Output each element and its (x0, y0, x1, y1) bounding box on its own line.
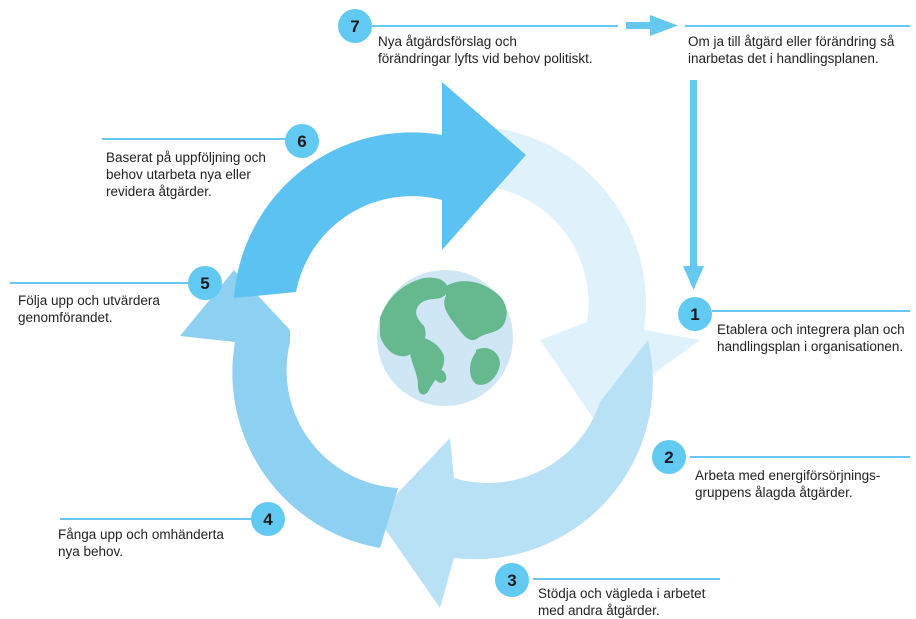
globe-icon (377, 270, 513, 406)
step-3-text: Stödja och vägleda i arbetet med andra å… (538, 585, 705, 619)
step-7-line-2: förändringar lyfts vid behov politiskt. (378, 51, 593, 66)
cycle-arrow-top-right (496, 128, 700, 418)
svg-text:5: 5 (200, 274, 209, 293)
step-6-line-3: revidera åtgärder. (106, 184, 212, 199)
step-2-text: Arbeta med energiförsörjnings- gruppens … (695, 467, 880, 501)
step-6-line-1: Baserat på uppföljning och (106, 150, 266, 165)
cycle-arrow-left (180, 270, 398, 548)
flow-arrow-down (683, 80, 704, 290)
step-badge-5: 5 (188, 266, 222, 300)
step-1-text: Etablera och integrera plan och handling… (717, 321, 905, 355)
step-badge-1: 1 (678, 297, 712, 331)
flow-arrow-right (626, 15, 678, 36)
step-4-line-2: nya behov. (58, 544, 124, 559)
step-2-line-2: gruppens ålagda åtgärder. (695, 485, 853, 500)
step-badge-6: 6 (285, 124, 319, 158)
step-1-line-1: Etablera och integrera plan och (717, 322, 905, 337)
step-7-text: Nya åtgärdsförslag och förändringar lyft… (378, 33, 593, 67)
step-5-line-1: Följa upp och utvärdera (18, 293, 160, 308)
step-3-line-2: med andra åtgärder. (538, 603, 660, 618)
step-5-line-2: genomförandet. (18, 310, 113, 325)
step-badge-7: 7 (338, 9, 372, 43)
svg-text:7: 7 (350, 17, 359, 36)
step-badge-3: 3 (495, 563, 529, 597)
step-6-line-2: behov utarbeta nya eller (106, 167, 251, 182)
step-badge-2: 2 (652, 440, 686, 474)
step-4-line-1: Fånga upp och omhänderta (58, 527, 224, 542)
svg-text:1: 1 (690, 305, 699, 324)
step-3-line-1: Stödja och vägleda i arbetet (538, 586, 706, 601)
step-7-line-1: Nya åtgärdsförslag och (378, 34, 517, 49)
cycle-arrow-top-left (234, 82, 526, 298)
cycle-arrow-bottom (376, 340, 653, 608)
svg-text:6: 6 (297, 132, 306, 151)
svg-text:4: 4 (263, 510, 273, 529)
outcome-line-1: Om ja till åtgärd eller förändring så (688, 34, 895, 49)
step-2-line-1: Arbeta med energiförsörjnings- (695, 468, 881, 483)
step-4-text: Fånga upp och omhänderta nya behov. (58, 526, 224, 560)
step-6-text: Baserat på uppföljning och behov utarbet… (106, 149, 266, 200)
svg-text:2: 2 (664, 448, 673, 467)
step-5-text: Följa upp och utvärdera genomförandet. (18, 292, 160, 326)
step-1-line-2: handlingsplan i organisationen. (717, 339, 904, 354)
outcome-text: Om ja till åtgärd eller förändring så in… (688, 33, 894, 67)
step-badge-4: 4 (251, 502, 285, 536)
connector-lines (10, 25, 910, 580)
svg-text:3: 3 (507, 571, 516, 590)
outcome-line-2: inarbetas det i handlingsplanen. (688, 51, 879, 66)
